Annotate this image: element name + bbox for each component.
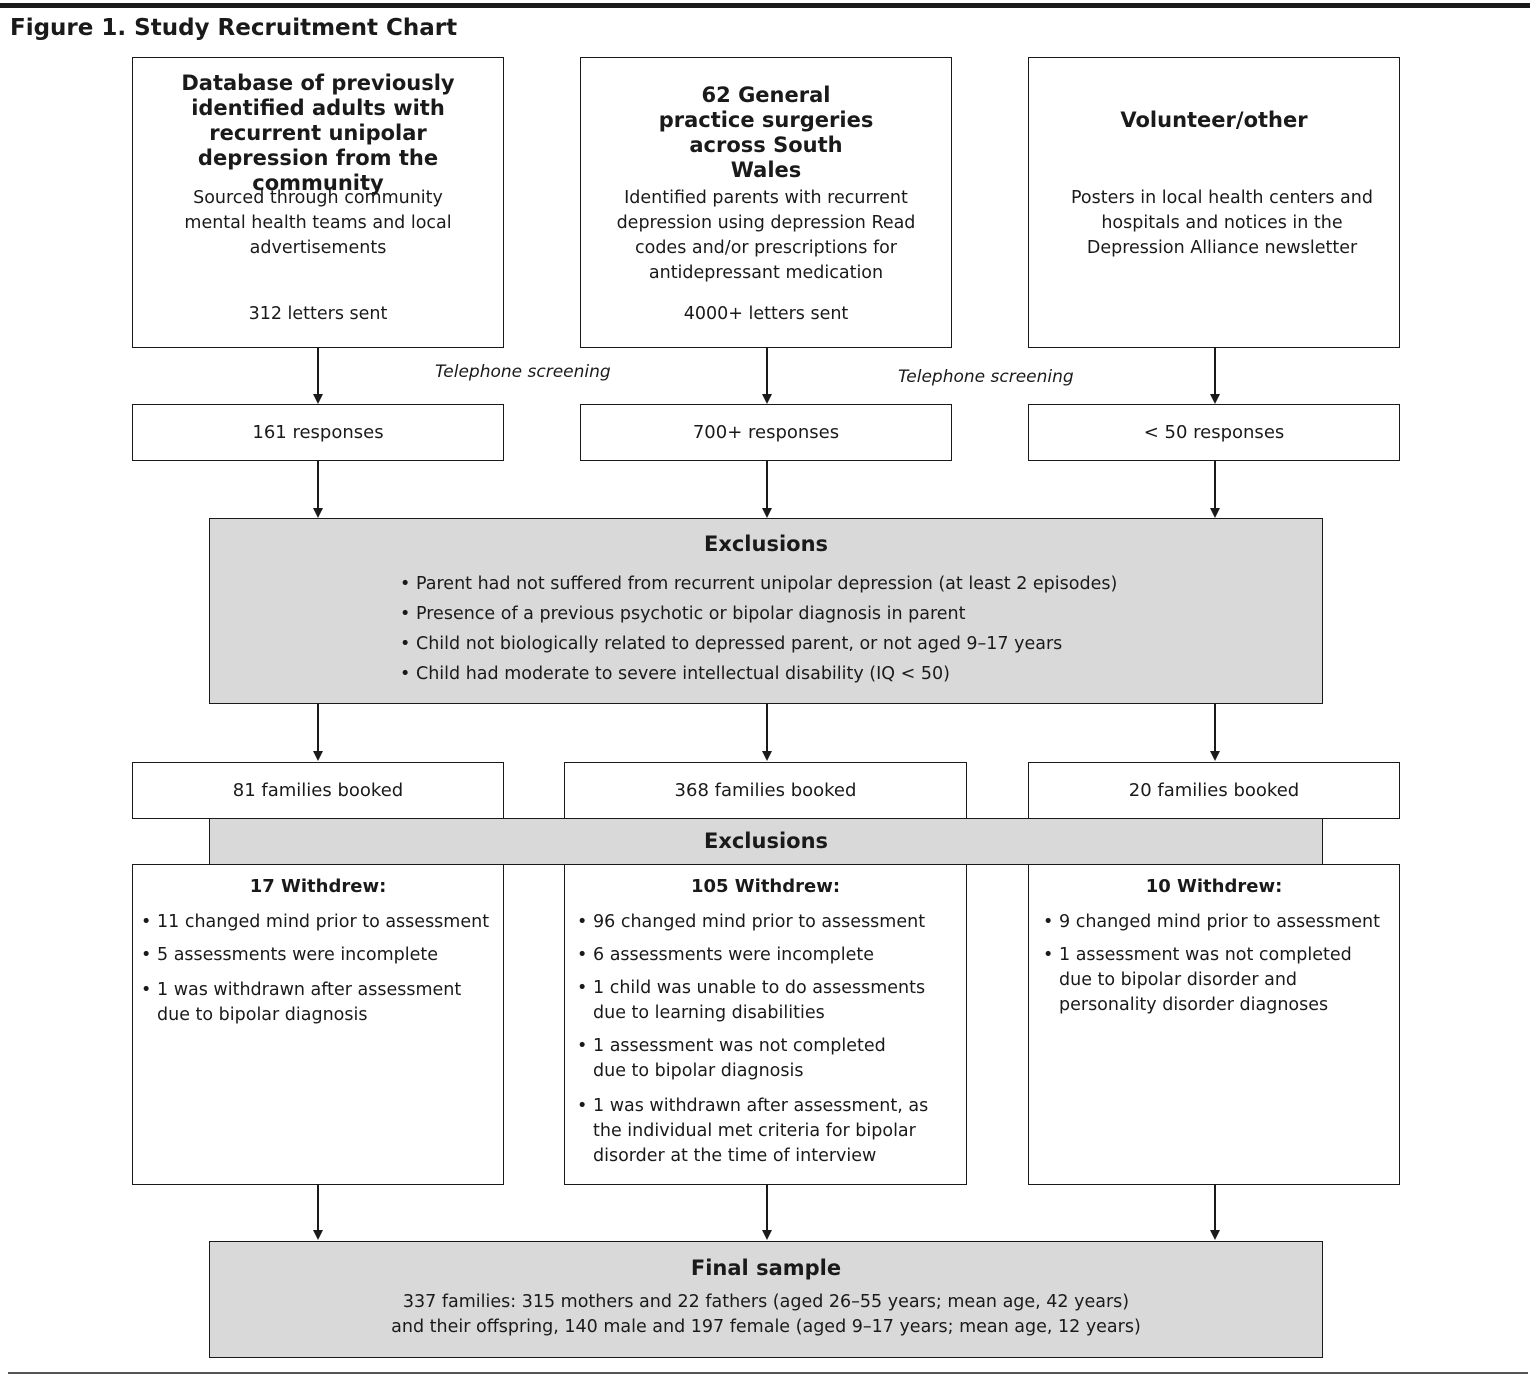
screening-label: Telephone screening [898,367,1074,387]
withdrew-reason: 5 assessments were incomplete [141,943,497,968]
final-sample-box: Final sample 337 families: 315 mothers a… [209,1241,1323,1358]
letters-sent: 4000+ letters sent [683,304,849,324]
source-box-database: Database of previously identified adults… [132,57,504,348]
withdrew-reasons-list: 9 changed mind prior to assessment 1 ass… [1043,910,1393,1018]
letters-sent: 312 letters sent [248,304,388,324]
source-description: Identified parents with recurrent depres… [616,188,916,283]
exclusions-bar-title: Exclusions [703,829,829,853]
withdrew-reasons-list: 96 changed mind prior to assessment 6 as… [577,910,960,1169]
exclusions-box: Exclusions Parent had not suffered from … [209,518,1323,704]
source-box-gp-surgeries: 62 General practice surgeries across Sou… [580,57,952,348]
exclusions-criteria-list: Parent had not suffered from recurrent u… [400,572,1302,687]
final-sample-line: 337 families: 315 mothers and 22 fathers… [402,1292,1130,1312]
exclusion-criterion: Presence of a previous psychotic or bipo… [400,602,1302,627]
withdrew-reason: 6 assessments were incomplete [577,943,960,968]
source-title: Database of previously identified adults… [181,71,455,195]
withdrew-reason: 1 was withdrawn after assessment, as the… [577,1094,960,1169]
withdrew-reason: 1 assessment was not completed due to bi… [1043,943,1393,1018]
withdrew-title: 10 Withdrew: [1145,876,1283,897]
responses-box-gp-surgeries: 700+ responses [580,404,952,461]
withdrew-reason: 1 assessment was not completed due to bi… [577,1034,960,1084]
screening-label: Telephone screening [435,362,611,382]
withdrew-reason: 1 child was unable to do assessments due… [577,976,960,1026]
responses-box-volunteer: < 50 responses [1028,404,1400,461]
booked-box-database: 81 families booked [132,762,504,819]
final-sample-line: and their offspring, 140 male and 197 fe… [391,1317,1141,1337]
withdrew-title: 17 Withdrew: [249,876,387,897]
final-sample-title: Final sample [690,1256,842,1280]
booked-box-gp-surgeries: 368 families booked [564,762,967,819]
withdrew-box-volunteer: 10 Withdrew: 9 changed mind prior to ass… [1028,864,1400,1185]
exclusion-criterion: Child had moderate to severe intellectua… [400,662,1302,687]
withdrew-reasons-list: 11 changed mind prior to assessment 5 as… [141,910,497,1028]
top-rule [0,3,1530,8]
exclusions-title: Exclusions [703,532,829,556]
withdrew-title: 105 Withdrew: [690,876,841,897]
responses-box-database: 161 responses [132,404,504,461]
withdrew-reason: 1 was withdrawn after assessment due to … [141,978,497,1028]
figure-title: Figure 1. Study Recruitment Chart [10,15,458,41]
withdrew-reason: 11 changed mind prior to assessment [141,910,497,935]
withdrew-reason: 9 changed mind prior to assessment [1043,910,1393,935]
exclusion-criterion: Parent had not suffered from recurrent u… [400,572,1302,597]
source-box-volunteer: Volunteer/other Posters in local health … [1028,57,1400,348]
source-description: Sourced through community mental health … [184,188,452,258]
exclusions-bar: Exclusions [209,818,1323,865]
withdrew-box-gp-surgeries: 105 Withdrew: 96 changed mind prior to a… [564,864,967,1185]
booked-box-volunteer: 20 families booked [1028,762,1400,819]
withdrew-box-database: 17 Withdrew: 11 changed mind prior to as… [132,864,504,1185]
exclusion-criterion: Child not biologically related to depres… [400,632,1302,657]
source-title: 62 General practice surgeries across Sou… [658,83,874,182]
withdrew-reason: 96 changed mind prior to assessment [577,910,960,935]
source-title: Volunteer/other [1120,108,1308,132]
bottom-rule [8,1372,1528,1374]
source-description: Posters in local health centers and hosp… [1071,188,1373,258]
